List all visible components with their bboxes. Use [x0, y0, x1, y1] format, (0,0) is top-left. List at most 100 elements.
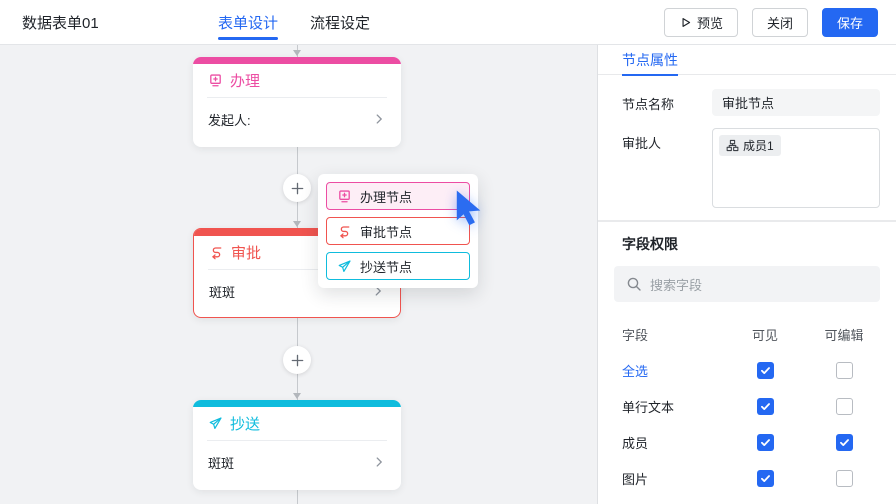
permission-row: 单行文本 — [622, 388, 880, 424]
tab-node-properties[interactable]: 节点属性 — [622, 45, 678, 76]
save-button[interactable]: 保存 — [821, 7, 878, 37]
preview-button-label: 预览 — [696, 15, 723, 31]
panel-tab-bar: 节点属性 — [598, 45, 896, 76]
node-cc[interactable]: 抄送 斑斑 — [193, 400, 401, 490]
popup-option-handle[interactable]: 办理节点 — [326, 182, 470, 210]
tab-flow-settings-label: 流程设定 — [310, 15, 371, 32]
divider — [207, 97, 387, 98]
connector-arrow — [293, 50, 301, 56]
connector-arrow — [293, 393, 301, 399]
node-color-bar — [193, 57, 401, 64]
permissions-table: 字段 可见 可编辑 全选单行文本成员图片单选 — [622, 316, 880, 504]
node-title: 审批 — [194, 236, 400, 269]
field-permissions-section: 字段权限 搜索字段 字段 可见 可编辑 全选单行文本成员图片单选 — [598, 222, 896, 504]
tab-flow-settings[interactable]: 流程设定 — [310, 0, 370, 45]
cc-node-icon — [337, 259, 352, 274]
editable-checkbox[interactable] — [835, 433, 853, 451]
editable-checkbox[interactable] — [835, 397, 853, 415]
node-name-input[interactable]: 审批节点 — [712, 89, 880, 116]
node-title: 抄送 — [193, 407, 401, 440]
column-visible: 可见 — [751, 327, 778, 343]
org-icon — [726, 139, 739, 152]
visible-checkbox[interactable] — [756, 361, 774, 379]
select-all-link[interactable]: 全选 — [622, 363, 649, 379]
tab-form-design-label: 表单设计 — [218, 15, 279, 32]
column-editable: 可编辑 — [824, 327, 864, 343]
add-node-button[interactable] — [283, 174, 311, 202]
handle-node-icon — [208, 73, 223, 88]
node-assignee-row[interactable]: 发起人: — [193, 98, 401, 140]
popup-option-approve[interactable]: 审批节点 — [326, 217, 470, 245]
permissions-rows: 全选单行文本成员图片单选 — [622, 352, 880, 504]
field-label: 单行文本 — [622, 399, 675, 415]
close-button-label: 关闭 — [766, 15, 793, 31]
column-field: 字段 — [622, 327, 649, 343]
permission-row: 成员 — [622, 424, 880, 460]
divider — [208, 269, 386, 270]
tab-form-design[interactable]: 表单设计 — [218, 0, 279, 45]
header-tabs: 表单设计 流程设定 — [218, 0, 370, 45]
node-color-bar — [193, 400, 401, 407]
assignee-label: 斑斑 — [209, 284, 236, 300]
node-title-text: 办理 — [230, 73, 261, 90]
assignee-label: 发起人: — [208, 112, 251, 128]
handle-node-icon — [337, 189, 352, 204]
node-title-text: 审批 — [231, 245, 262, 262]
member-tag[interactable]: 成员1 — [719, 135, 781, 156]
node-handle[interactable]: 办理 发起人: — [193, 57, 401, 147]
visible-checkbox[interactable] — [756, 433, 774, 451]
visible-checkbox[interactable] — [756, 469, 774, 487]
permission-row: 单选 — [622, 496, 880, 504]
popup-option-label: 办理节点 — [360, 189, 413, 205]
close-button[interactable]: 关闭 — [751, 7, 808, 37]
cc-node-icon — [208, 416, 223, 431]
permissions-table-header: 字段 可见 可编辑 — [622, 316, 880, 352]
top-bar: 数据表单01 表单设计 流程设定 预览 关闭 保存 — [0, 0, 896, 45]
field-permissions-title: 字段权限 — [622, 236, 678, 252]
node-color-bar — [194, 229, 400, 236]
add-node-popup: 办理节点审批节点抄送节点 — [318, 174, 478, 288]
node-title: 办理 — [193, 64, 401, 97]
workflow-canvas: 办理 发起人: 审批 斑斑 — [0, 45, 597, 504]
assignee-label: 斑斑 — [208, 455, 235, 471]
node-name-row: 节点名称 审批节点 — [622, 89, 880, 116]
field-search-input[interactable]: 搜索字段 — [614, 266, 880, 302]
node-title-text: 抄送 — [230, 416, 261, 433]
approver-picker[interactable]: 成员1 — [712, 128, 880, 208]
node-assignee-row[interactable]: 斑斑 — [193, 441, 401, 483]
add-node-button[interactable] — [283, 346, 311, 374]
popup-option-cc[interactable]: 抄送节点 — [326, 252, 470, 280]
node-name-label: 节点名称 — [622, 97, 675, 112]
divider — [207, 440, 387, 441]
member-tag-label: 成员1 — [743, 139, 774, 153]
node-assignee-row[interactable]: 斑斑 — [194, 270, 400, 312]
node-form: 节点名称 审批节点 审批人 成员1 — [598, 75, 896, 208]
chevron-right-icon — [371, 284, 385, 298]
approver-label: 审批人 — [622, 136, 662, 151]
popup-option-label: 抄送节点 — [360, 259, 413, 275]
chevron-right-icon — [372, 112, 386, 126]
form-title: 数据表单01 — [22, 14, 99, 32]
save-button-label: 保存 — [836, 15, 863, 31]
cursor-pointer-icon — [451, 188, 491, 235]
section-divider — [598, 220, 896, 222]
connector-arrow — [293, 221, 301, 227]
field-label: 图片 — [622, 471, 649, 487]
search-placeholder: 搜索字段 — [650, 277, 703, 293]
tab-node-properties-label: 节点属性 — [622, 51, 678, 68]
approver-row: 审批人 成员1 — [622, 128, 880, 208]
field-label: 成员 — [622, 435, 649, 451]
visible-checkbox[interactable] — [756, 397, 774, 415]
play-icon — [679, 16, 692, 29]
editable-checkbox[interactable] — [835, 469, 853, 487]
chevron-right-icon — [372, 455, 386, 469]
properties-panel: 节点属性 节点名称 审批节点 审批人 成员1 字段权限 — [597, 45, 896, 504]
permission-row: 全选 — [622, 352, 880, 388]
search-icon — [626, 276, 642, 292]
editable-checkbox[interactable] — [835, 361, 853, 379]
preview-button[interactable]: 预览 — [663, 7, 738, 37]
popup-option-label: 审批节点 — [360, 224, 413, 240]
approve-node-icon — [337, 224, 352, 239]
header-actions: 预览 关闭 保存 — [663, 7, 878, 37]
